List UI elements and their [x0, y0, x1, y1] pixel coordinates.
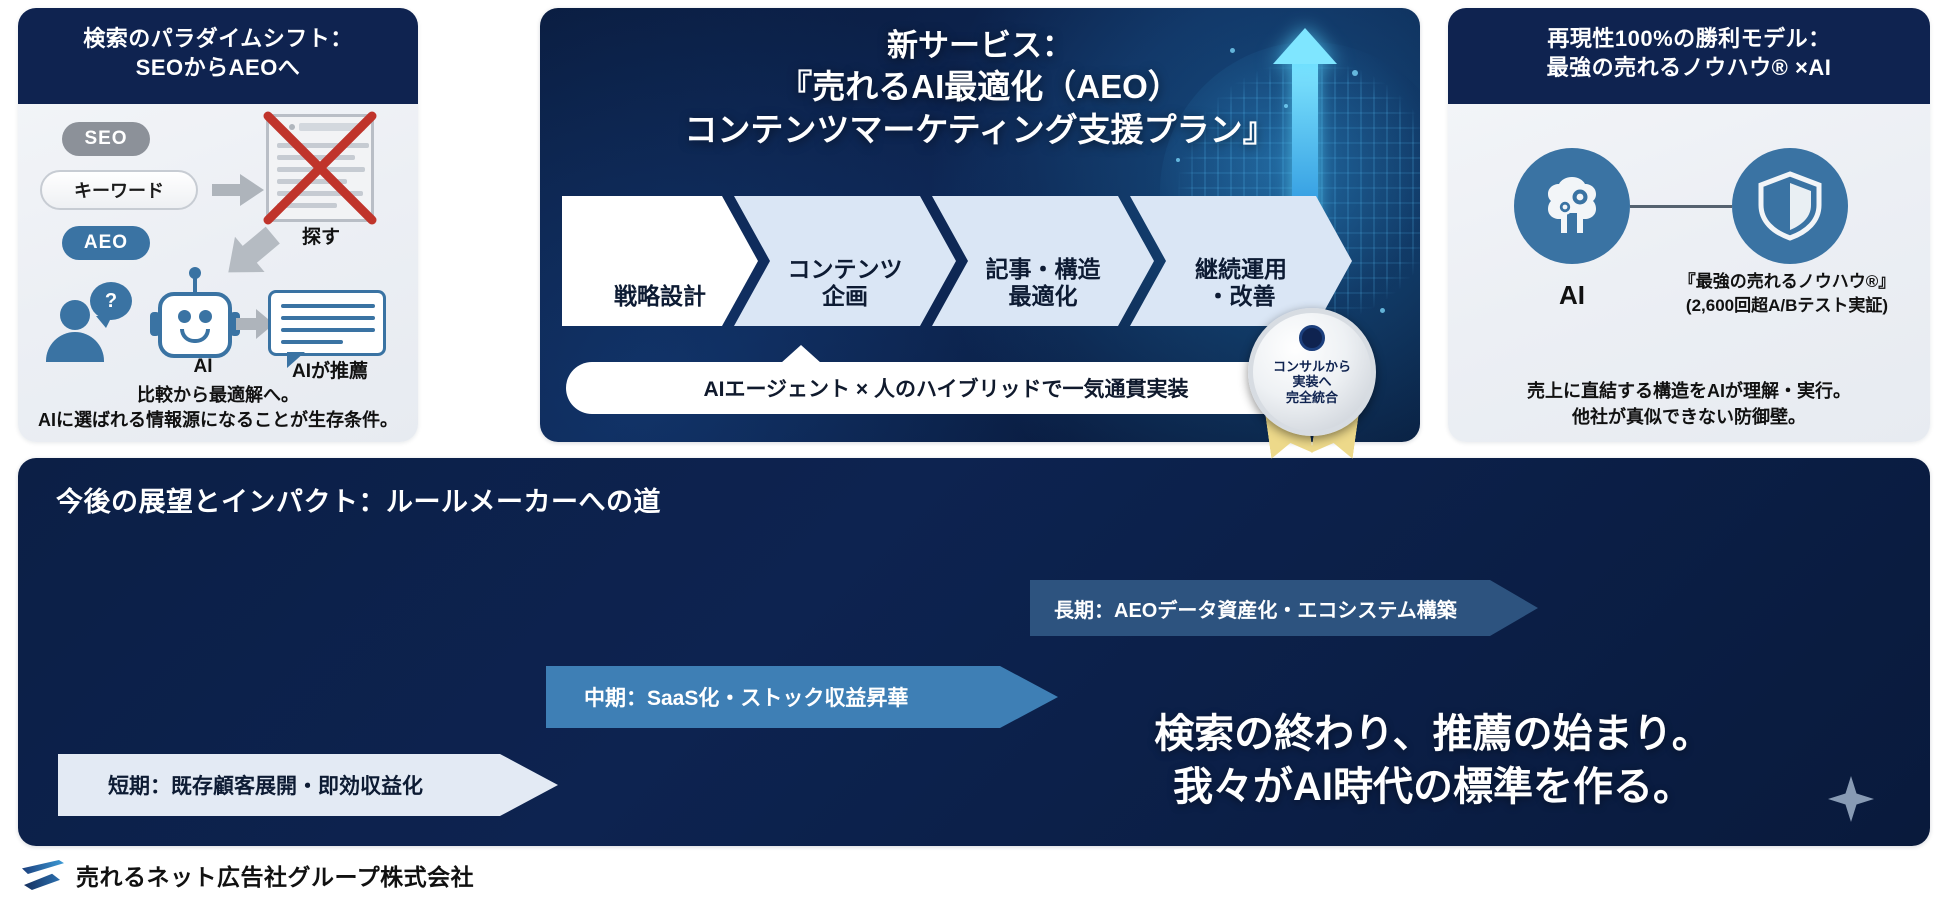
- right-panel-title: 再現性100%の勝利モデル： 最強の売れるノウハウ® ×AI: [1448, 8, 1930, 104]
- arrow-down-left-icon: [228, 226, 280, 273]
- award-rosette-icon: [1299, 325, 1325, 351]
- brain-gear-icon: [1548, 177, 1596, 233]
- center-title-line2: 『売れるAI最適化（AEO）: [779, 68, 1181, 106]
- step-2-line2: 企画: [822, 282, 868, 309]
- right-panel-title-line2: 最強の売れるノウハウ® ×AI: [1546, 55, 1832, 81]
- arrow-right-icon-2: [236, 309, 274, 339]
- center-title-line3: コンテンツマーケティング支援プラン』: [684, 111, 1276, 149]
- person-icon: [60, 300, 90, 330]
- company-name: 売れるネット広告社グループ株式会社: [76, 864, 475, 890]
- roadmap-arrow-short[interactable]: 短期：既存顧客展開・即効収益化: [58, 754, 558, 816]
- seal-line3: 完全統合: [1285, 389, 1338, 405]
- cross-out-icon: [263, 111, 377, 225]
- robot-ear-left-icon: [150, 312, 160, 336]
- seal-line2: 実装へ: [1292, 374, 1332, 390]
- center-title-line1: 新サービス：: [887, 28, 1073, 63]
- left-footer-line1: 比較から最適解へ。: [137, 384, 299, 405]
- process-step-4[interactable]: 継続運用 ・改善: [1130, 196, 1352, 326]
- process-steps: 戦略設計 コンテンツ 企画 記事・構造 最適化 継続運用 ・改善: [562, 196, 1398, 326]
- step-1-line1: 戦略設計: [614, 282, 706, 309]
- connector-line: [1630, 205, 1732, 208]
- knowhow-line1: 『最強の売れるノウハウ®』: [1678, 272, 1896, 291]
- roadmap-arrow-long[interactable]: 長期：AEOデータ資産化・エコシステム構築: [1030, 580, 1538, 636]
- right-panel-body: AI 『最強の売れるノウハウ®』 (2,600回超A/Bテスト実証): [1448, 104, 1930, 404]
- left-panel: 検索のパラダイムシフト： SEOからAEOへ SEO AEO キーワード: [18, 8, 418, 442]
- right-panel: 再現性100%の勝利モデル： 最強の売れるノウハウ® ×AI: [1448, 8, 1930, 442]
- step-2-line1: コンテンツ: [787, 255, 903, 282]
- left-panel-body: SEO AEO キーワード: [18, 104, 418, 442]
- robot-icon: [158, 292, 232, 358]
- right-panel-footer: 売上に直結する構造をAIが理解・実行。 他社が真似できない防御壁。: [1448, 378, 1930, 430]
- keyword-pill: キーワード: [40, 170, 198, 210]
- process-step-1[interactable]: 戦略設計: [562, 196, 758, 326]
- right-footer-line1: 売上に直結する構造をAIが理解・実行。: [1527, 380, 1851, 401]
- robot-antenna-icon: [189, 267, 201, 292]
- company-logo-icon: [22, 858, 64, 892]
- right-panel-title-line1: 再現性100%の勝利モデル：: [1547, 26, 1831, 51]
- center-panel: 新サービス： 『売れるAI最適化（AEO） コンテンツマーケティング支援プラン』…: [540, 8, 1420, 442]
- brain-icon-circle: [1514, 148, 1630, 264]
- step-4-line1: 継続運用: [1195, 255, 1287, 282]
- roadmap-arrow-mid[interactable]: 中期：SaaS化・ストック収益昇華: [546, 666, 1058, 728]
- bottom-panel-title: 今後の展望とインパクト：ルールメーカーへの道: [56, 487, 661, 517]
- right-footer-line2: 他社が真似できない防御壁。: [1572, 406, 1806, 427]
- tagline-line1: 検索の終わり、推薦の始まり。: [1154, 712, 1712, 756]
- process-step-2[interactable]: コンテンツ 企画: [734, 196, 956, 326]
- ai-answer-icon: [268, 290, 386, 368]
- left-panel-footer: 比較から最適解へ。 AIに選ばれる情報源になることが生存条件。: [18, 383, 418, 434]
- footer: 売れるネット広告社グループ株式会社: [22, 858, 474, 892]
- knowhow-label: 『最強の売れるノウハウ®』 (2,600回超A/Bテスト実証): [1656, 270, 1918, 318]
- closing-tagline: 検索の終わり、推薦の始まり。 我々がAI時代の標準を作る。: [1018, 708, 1848, 814]
- ai-label: AI: [193, 356, 213, 377]
- knowhow-line2: (2,600回超A/Bテスト実証): [1685, 295, 1889, 315]
- seal-line1: コンサルから: [1272, 358, 1351, 374]
- shield-icon-circle: [1732, 148, 1848, 264]
- left-panel-title-line2: SEOからAEOへ: [135, 55, 301, 81]
- search-action-label: 探す: [301, 227, 340, 248]
- left-panel-title-line1: 検索のパラダイムシフト：: [83, 26, 353, 51]
- step-4-line2: ・改善: [1206, 282, 1276, 309]
- ai-recommend-label: AIが推薦: [291, 361, 368, 382]
- left-footer-line2: AIに選ばれる情報源になることが生存条件。: [38, 410, 398, 431]
- aeo-badge: AEO: [62, 226, 150, 260]
- person-body-icon: [46, 332, 104, 362]
- ai-circle-label: AI: [1559, 280, 1585, 310]
- hybrid-ribbon: AIエージェント × 人のハイブリッドで一気通貫実装: [566, 345, 1326, 414]
- arrow-right-icon: [212, 174, 264, 206]
- process-step-3[interactable]: 記事・構造 最適化: [932, 196, 1154, 326]
- left-panel-title: 検索のパラダイムシフト： SEOからAEOへ: [18, 8, 418, 104]
- bottom-panel: 今後の展望とインパクト：ルールメーカーへの道 短期：既存顧客展開・即効収益化 中…: [18, 458, 1930, 846]
- seal-disc: コンサルから 実装へ 完全統合: [1248, 308, 1376, 436]
- step-3-line2: 最適化: [1008, 282, 1078, 309]
- integration-seal-badge: コンサルから 実装へ 完全統合: [1248, 308, 1376, 436]
- shield-icon: [1758, 171, 1822, 241]
- robot-ear-right-icon: [230, 312, 240, 336]
- center-panel-title: 新サービス： 『売れるAI最適化（AEO） コンテンツマーケティング支援プラン』: [540, 8, 1420, 152]
- question-bubble-icon: ?: [90, 282, 132, 328]
- tagline-line2: 我々がAI時代の標準を作る。: [1173, 764, 1693, 809]
- seo-badge: SEO: [62, 122, 150, 156]
- step-3-line1: 記事・構造: [985, 255, 1101, 282]
